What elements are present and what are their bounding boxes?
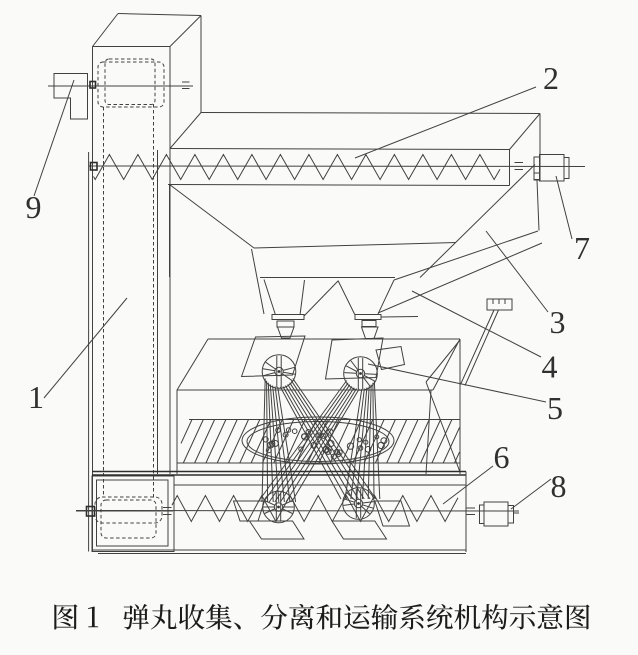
svg-text:2: 2 <box>543 60 559 96</box>
svg-text:6: 6 <box>494 439 510 475</box>
svg-text:8: 8 <box>551 468 567 504</box>
svg-text:4: 4 <box>542 349 558 385</box>
svg-text:9: 9 <box>26 189 42 225</box>
svg-text:5: 5 <box>547 390 563 426</box>
svg-text:7: 7 <box>574 230 590 266</box>
svg-text:1: 1 <box>28 379 44 415</box>
svg-text:3: 3 <box>550 304 566 340</box>
